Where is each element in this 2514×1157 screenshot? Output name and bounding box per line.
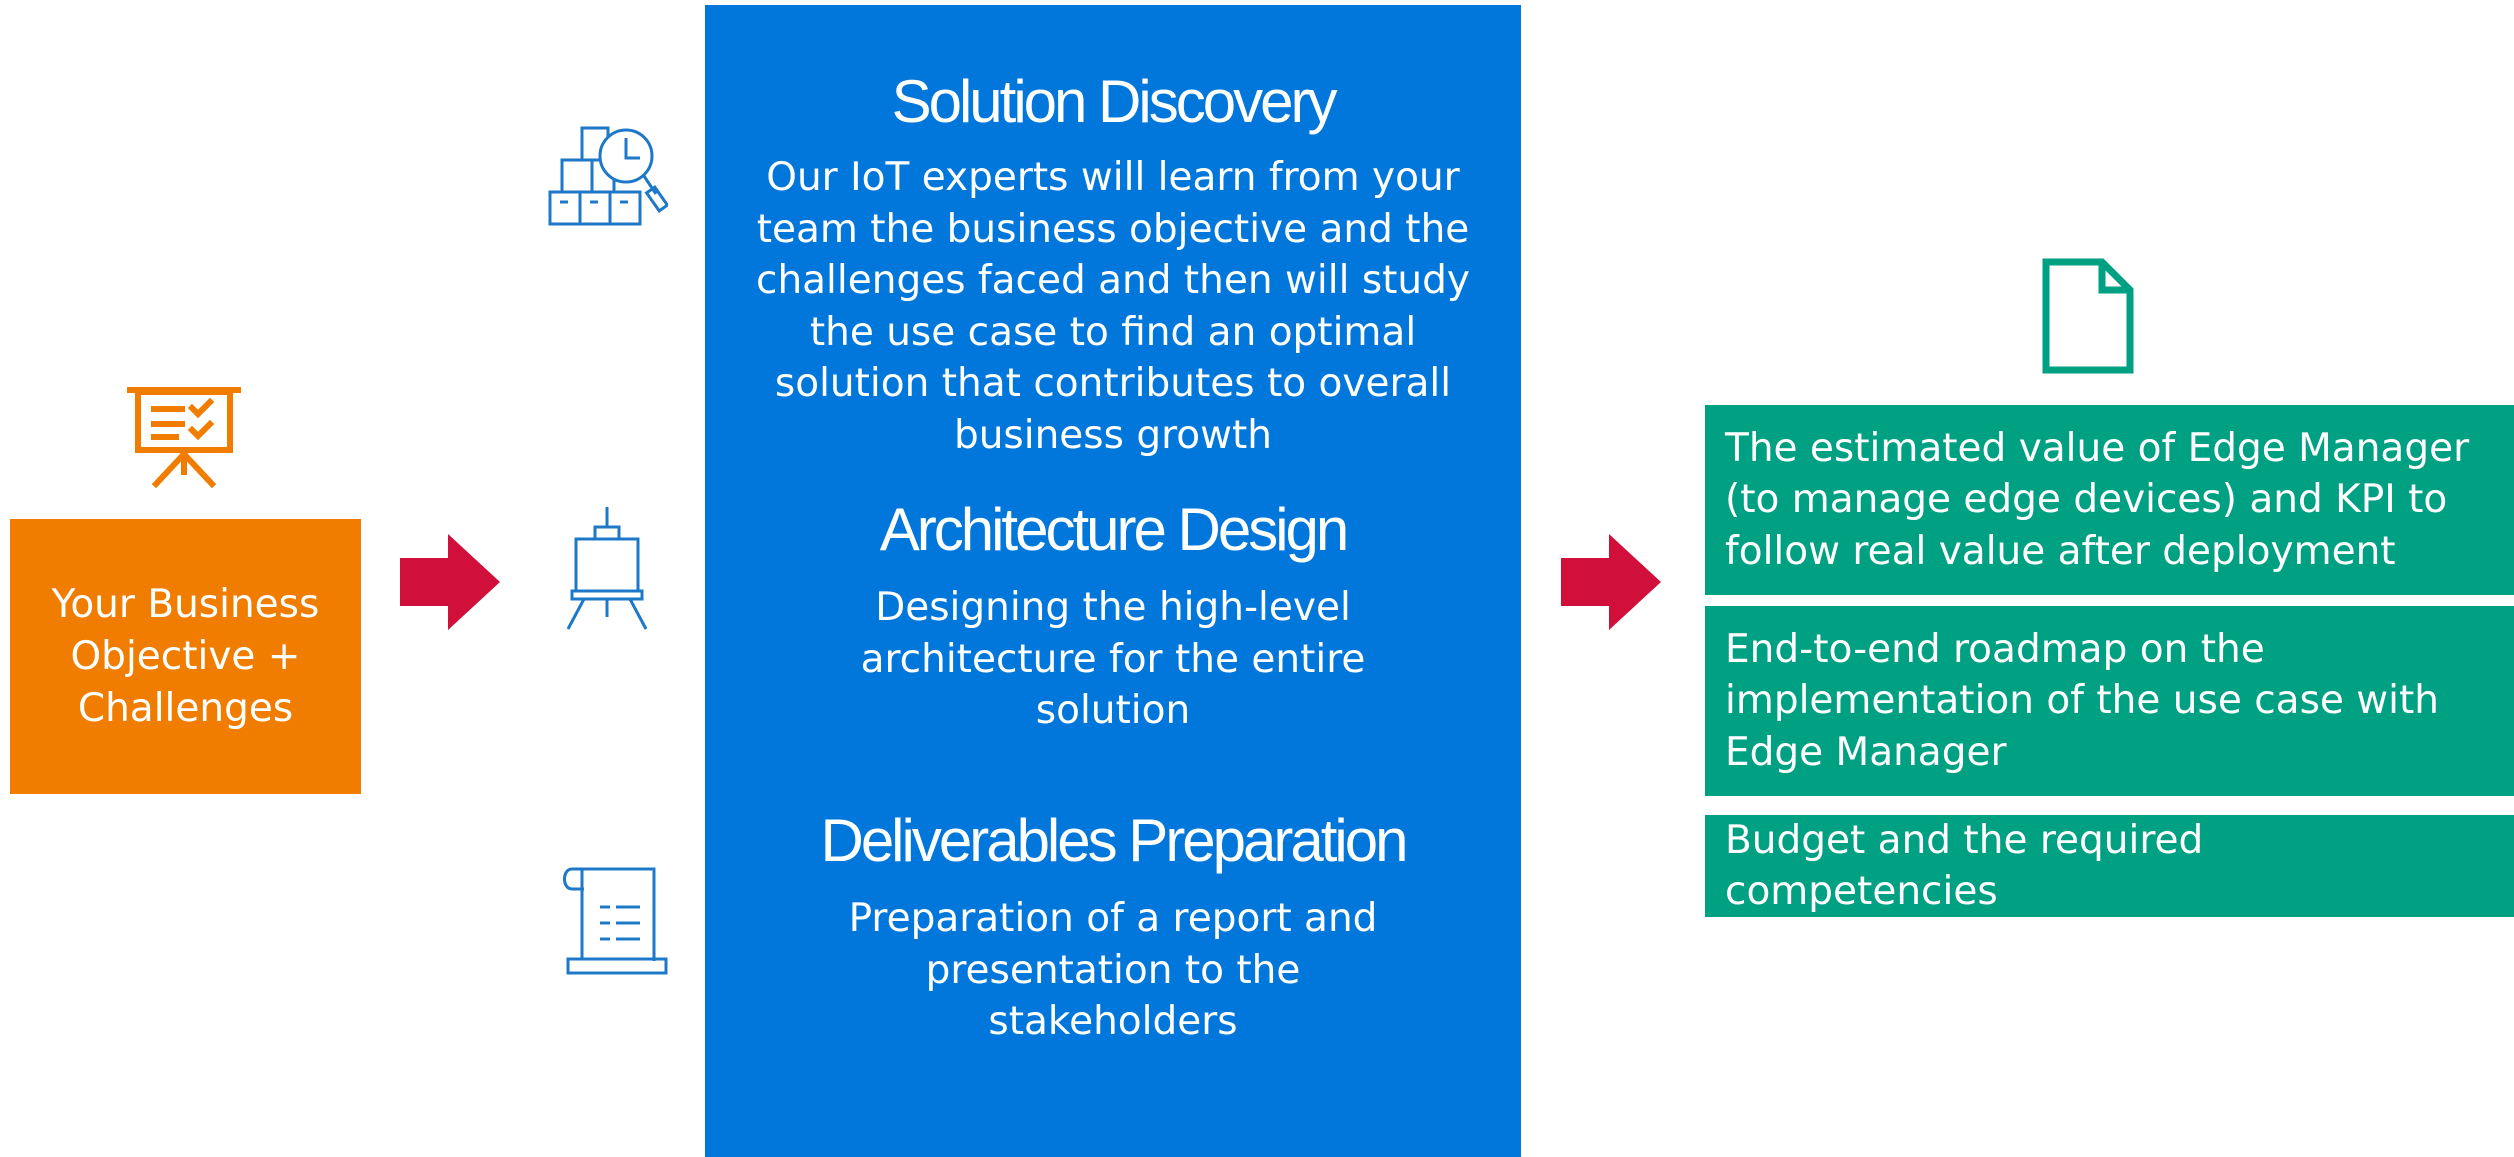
scroll-document-icon [563,867,668,975]
document-icon [2042,258,2134,374]
step-title: Solution Discovery [891,68,1338,135]
easel-icon [566,507,648,630]
step-description: Designing the high-level architecture fo… [860,585,1366,733]
step-solution-discovery: Solution Discovery Our IoT experts will … [705,66,1521,461]
deliverable-item: End-to-end roadmap on the implementation… [1705,606,2514,796]
business-objective-label: Your Business Objective + Challenges [51,581,320,731]
boxes-search-icon [548,126,668,226]
business-objective-box: Your Business Objective + Challenges [10,519,361,794]
step-title: Deliverables Preparation [820,807,1408,874]
right-arrow-icon [1561,534,1661,630]
deliverable-item: Budget and the required competencies [1705,815,2514,917]
deliverable-text: Budget and the required competencies [1725,817,2204,915]
deliverable-text: End-to-end roadmap on the implementation… [1725,626,2440,775]
step-architecture-design: Architecture Design Designing the high-l… [705,494,1521,737]
step-deliverables-preparation: Deliverables Preparation Preparation of … [705,805,1521,1048]
deliverable-item: The estimated value of Edge Manager (to … [1705,405,2514,595]
step-title: Architecture Design [879,496,1350,563]
presentation-board-icon [127,387,241,488]
right-arrow-icon [400,534,500,630]
step-description: Our IoT experts will learn from your tea… [756,155,1470,458]
step-description: Preparation of a report and presentation… [848,896,1378,1044]
deliverable-text: The estimated value of Edge Manager (to … [1725,425,2470,574]
process-panel [705,5,1521,1157]
